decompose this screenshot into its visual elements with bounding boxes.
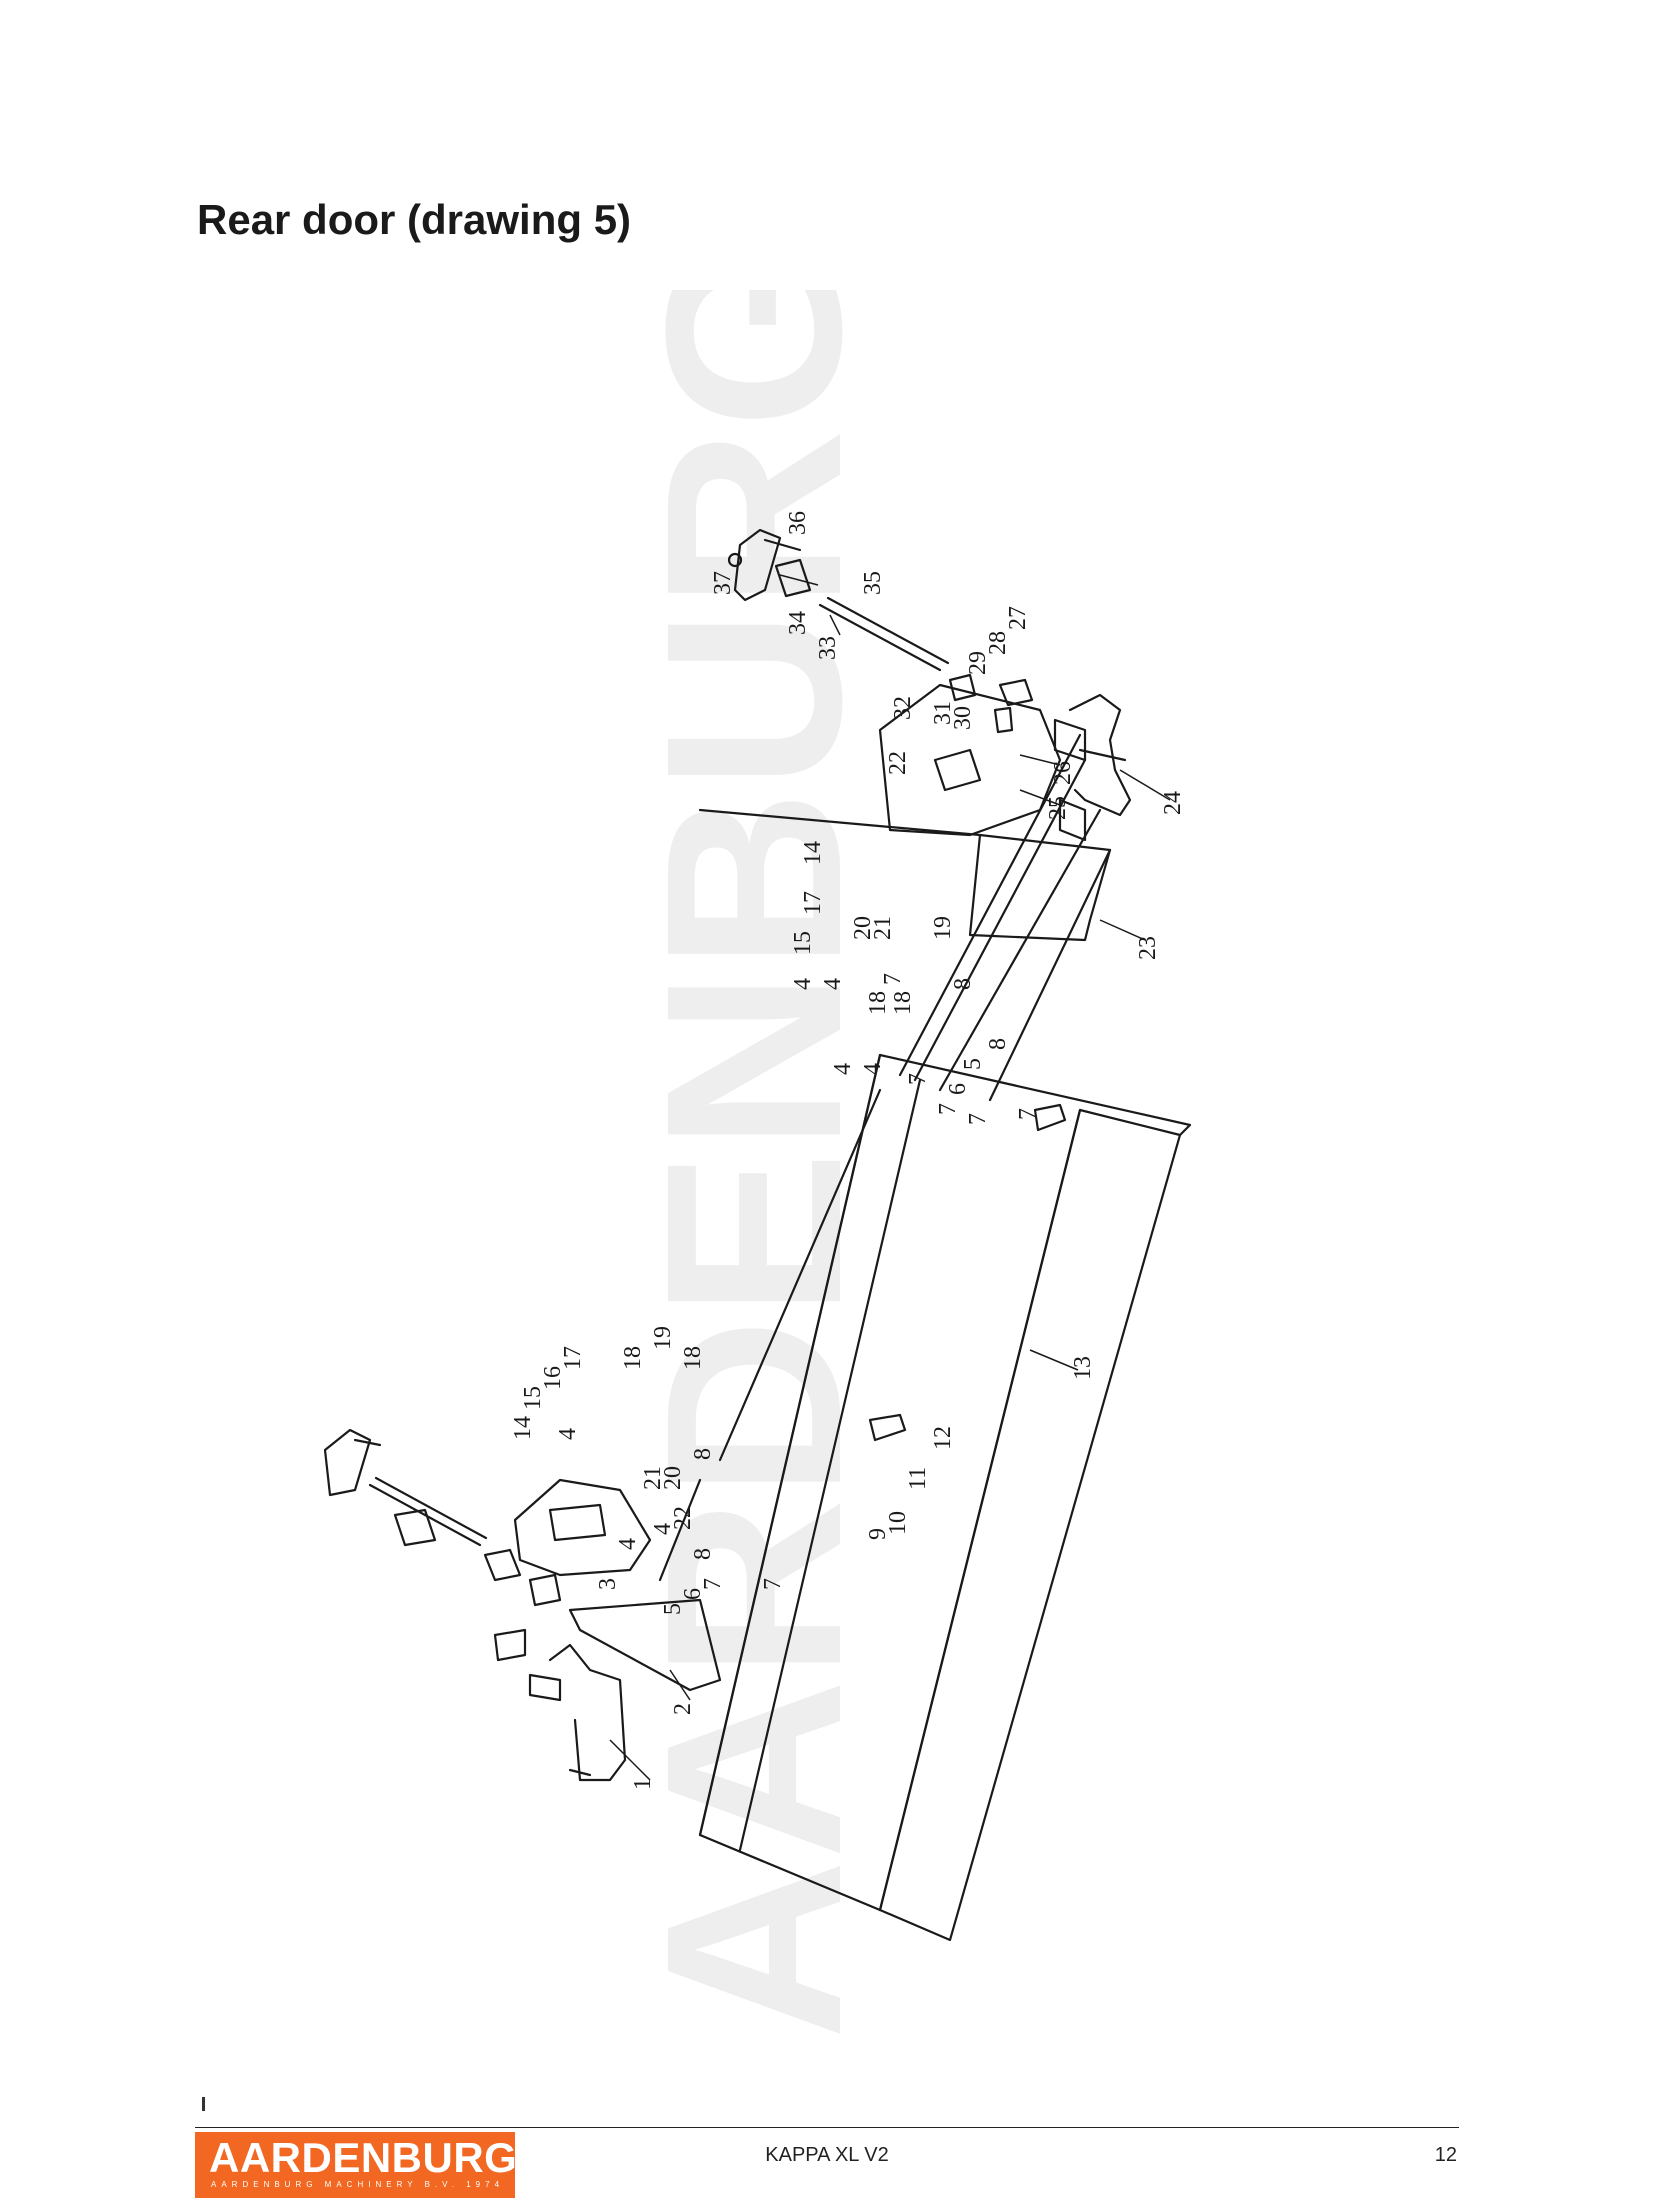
part-label-16: 16 xyxy=(540,1366,566,1390)
left-side-plate xyxy=(568,1598,722,1692)
part-label-37: 37 xyxy=(710,571,736,595)
part-label-22: 22 xyxy=(670,1506,696,1530)
part-label-31: 31 xyxy=(930,701,956,725)
door-handle-right xyxy=(1033,1103,1067,1132)
part-label-2: 2 xyxy=(670,1703,696,1715)
part-label-17: 17 xyxy=(560,1346,586,1370)
part-label-35: 35 xyxy=(860,571,886,595)
footer-tick xyxy=(202,2097,205,2111)
left-spindle-assembly xyxy=(323,1428,562,1662)
part-label-20-2: 20 xyxy=(850,916,876,940)
aardenburg-logo: AARDENBURG AARDENBURG MACHINERY B.V. 197… xyxy=(195,2132,515,2198)
part-label-15-2: 15 xyxy=(790,931,816,955)
part-label-14-2: 14 xyxy=(800,841,826,865)
part-label-8-4: 8 xyxy=(985,1038,1011,1050)
part-label-3: 3 xyxy=(595,1578,621,1590)
logo-wordmark: AARDENBURG xyxy=(209,2134,515,2181)
part-label-19: 19 xyxy=(650,1326,676,1350)
part-label-9: 9 xyxy=(865,1528,891,1540)
page-title: Rear door (drawing 5) xyxy=(197,196,632,243)
part-label-7-7: 7 xyxy=(880,973,906,985)
part-label-19-2: 19 xyxy=(930,916,956,940)
part-label-5-2: 5 xyxy=(960,1058,986,1070)
part-label-4-6: 4 xyxy=(790,978,816,990)
part-label-8: 8 xyxy=(690,1548,716,1560)
part-label-6: 6 xyxy=(680,1588,706,1600)
logo-tagline: AARDENBURG MACHINERY B.V. 1974 xyxy=(211,2180,505,2189)
part-label-11: 11 xyxy=(905,1467,931,1490)
left-u-bracket xyxy=(528,1643,627,1782)
right-hardware-cluster xyxy=(948,673,1034,734)
part-label-4-7: 4 xyxy=(820,978,846,990)
part-label-23: 23 xyxy=(1135,936,1161,960)
part-label-33: 33 xyxy=(815,636,841,660)
part-label-1: 1 xyxy=(630,1778,656,1790)
watermark-text: AARDENBURG xyxy=(614,290,893,2040)
part-label-28: 28 xyxy=(985,631,1011,655)
part-label-24: 24 xyxy=(1160,791,1186,815)
part-label-4-5: 4 xyxy=(860,1063,886,1075)
part-label-7-6: 7 xyxy=(1015,1108,1041,1120)
right-handwheel xyxy=(727,528,802,602)
right-spindle-shaft xyxy=(774,558,950,672)
right-lever-plate xyxy=(878,683,1062,837)
part-label-18-4: 18 xyxy=(890,991,916,1015)
footer-divider xyxy=(195,2127,1459,2128)
part-label-17-2: 17 xyxy=(800,891,826,915)
drawing-canvas: AARDENBURG xyxy=(323,290,1192,2040)
part-label-18-2: 18 xyxy=(680,1346,706,1370)
part-label-13: 13 xyxy=(1070,1356,1096,1380)
part-label-21-2: 21 xyxy=(870,916,896,940)
part-label-36: 36 xyxy=(785,511,811,535)
right-side-plate xyxy=(698,808,1112,942)
tie-rods xyxy=(658,733,1112,1582)
rear-door-panel xyxy=(698,1053,1192,1942)
left-lever-plate xyxy=(513,1478,652,1577)
part-label-4-2: 4 xyxy=(615,1538,641,1550)
part-label-10: 10 xyxy=(885,1511,911,1535)
part-label-8-2: 8 xyxy=(690,1448,716,1460)
part-label-21: 21 xyxy=(640,1466,666,1490)
part-label-4-3: 4 xyxy=(650,1523,676,1535)
right-u-bracket xyxy=(1053,693,1132,842)
part-label-4: 4 xyxy=(555,1428,581,1440)
part-label-6-2: 6 xyxy=(945,1083,971,1095)
part-label-26: 26 xyxy=(1050,761,1076,785)
part-label-27: 27 xyxy=(1005,606,1031,630)
part-label-15: 15 xyxy=(520,1386,546,1410)
part-label-20: 20 xyxy=(660,1466,686,1490)
part-label-8-3: 8 xyxy=(950,978,976,990)
door-handle-left xyxy=(868,1413,907,1442)
part-label-18: 18 xyxy=(620,1346,646,1370)
part-label-7-5: 7 xyxy=(965,1113,991,1125)
part-label-34: 34 xyxy=(785,611,811,635)
part-label-22-2: 22 xyxy=(885,751,911,775)
document-name: KAPPA XL V2 xyxy=(765,2144,889,2166)
part-label-7: 7 xyxy=(700,1578,726,1590)
leader-lines xyxy=(609,574,1171,1781)
part-label-7-3: 7 xyxy=(905,1073,931,1085)
part-label-7-2: 7 xyxy=(760,1578,786,1590)
part-label-14: 14 xyxy=(510,1416,536,1440)
part-label-32: 32 xyxy=(890,696,916,720)
part-label-5: 5 xyxy=(660,1603,686,1615)
page-number: 12 xyxy=(1434,2144,1457,2166)
part-label-12: 12 xyxy=(930,1426,956,1450)
part-label-30: 30 xyxy=(950,706,976,730)
part-label-29: 29 xyxy=(965,651,991,675)
part-label-18-3: 18 xyxy=(865,991,891,1015)
part-label-7-4: 7 xyxy=(935,1103,961,1115)
exploded-parts-drawing: AARDENBURG xyxy=(180,290,1480,2120)
part-label-4-4: 4 xyxy=(830,1063,856,1075)
part-label-25: 25 xyxy=(1045,796,1071,820)
